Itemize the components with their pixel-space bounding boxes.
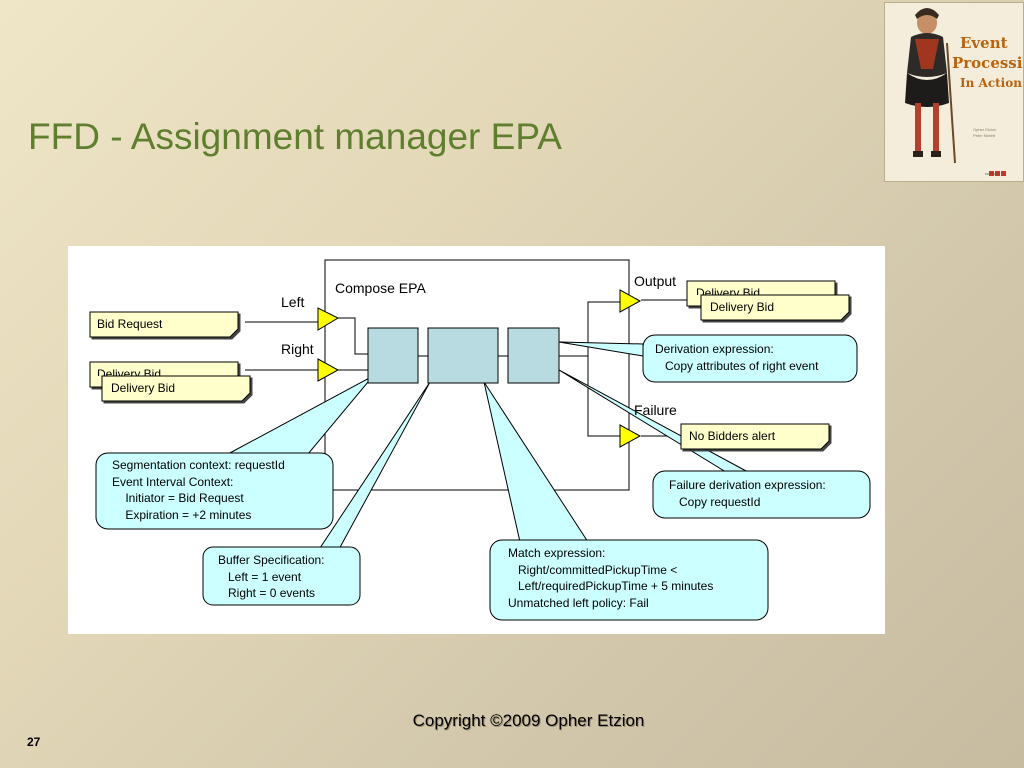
no-bidders-alert-event: No Bidders alert xyxy=(689,429,776,443)
compose-epa-label: Compose EPA xyxy=(335,280,426,296)
bid-request-event: Bid Request xyxy=(97,317,163,331)
cover-authors: Opher Etzion Peter Niblett xyxy=(973,127,997,138)
delivery-bid-front-event: Delivery Bid xyxy=(111,381,176,395)
page-number: 27 xyxy=(27,735,41,749)
cover-figure-illustration xyxy=(885,3,1023,181)
book-cover-image: Event Processing In Action Opher Etzion … xyxy=(884,2,1024,182)
match-callout-shape xyxy=(489,539,769,621)
context-callout-text: Segmentation context: requestId Event In… xyxy=(112,458,285,522)
left-port-triangle xyxy=(317,307,340,331)
processing-stage-1 xyxy=(367,327,419,384)
cover-title-line: Event xyxy=(960,34,1008,52)
left-port-label: Left xyxy=(281,294,305,310)
left-internal-wire xyxy=(338,317,368,355)
right-port-triangle xyxy=(317,358,340,382)
match-callout-text: Match expression: Right/committedPickupT… xyxy=(508,546,714,610)
failure-port-triangle xyxy=(619,424,642,448)
cover-title-line: Processing xyxy=(952,54,1023,72)
failure-wire xyxy=(587,356,620,437)
cover-title: Event Processing In Action xyxy=(952,33,1023,93)
failure-callout-shape xyxy=(652,470,871,519)
buffer-callout-text: Buffer Specification: Left = 1 event Rig… xyxy=(218,553,325,600)
failure-callout-text: Failure derivation expression: Copy requ… xyxy=(669,478,826,509)
copyright-footer: Copyright ©2009 Opher Etzion xyxy=(412,711,645,730)
diagram-panel: Compose EPA Left Right Output Failure Bi… xyxy=(68,246,885,634)
failure-port-label: Failure xyxy=(634,402,677,418)
context-callout-shape xyxy=(95,452,334,530)
output-front-event: Delivery Bid xyxy=(710,300,775,314)
right-port-label: Right xyxy=(281,341,314,357)
output-port-label: Output xyxy=(634,273,677,289)
cover-publisher: MANNING xyxy=(985,171,1013,177)
cover-publisher-label: MANNING xyxy=(985,172,1000,176)
processing-stage-2 xyxy=(427,327,499,384)
cover-title-line: In Action xyxy=(960,76,1022,90)
bid-request-note-shape xyxy=(89,311,239,338)
slide-title: FFD - Assignment manager EPA xyxy=(28,116,562,157)
processing-stage-3 xyxy=(507,327,560,384)
output-back-event: Delivery Bid xyxy=(696,286,761,295)
output-front-note-shape xyxy=(700,294,850,321)
output-port-triangle xyxy=(619,289,642,313)
delivery-bid-back-event: Delivery Bid xyxy=(97,367,162,376)
diagram-graphics xyxy=(89,259,871,621)
buffer-callout-shape xyxy=(202,546,361,606)
no-bidders-note-shape xyxy=(680,423,830,450)
delivery-bid-front-note-shape xyxy=(101,375,251,402)
derivation-callout-shape xyxy=(642,334,858,383)
derivation-callout-text: Derivation expression: Copy attributes o… xyxy=(655,342,819,373)
output-wire xyxy=(559,301,620,357)
